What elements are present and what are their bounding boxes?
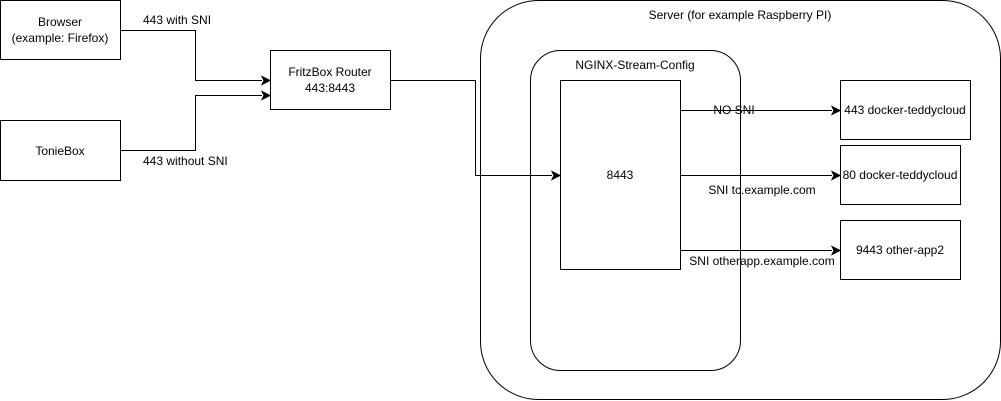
edge-label-sni-otherapp: SNI otherapp.example.com bbox=[689, 254, 834, 268]
arrowhead-target-9443 bbox=[830, 245, 842, 256]
edge-browser-to-router bbox=[120, 30, 262, 81]
server-label: Server (for example Raspberry PI) bbox=[649, 8, 832, 22]
target-443-label: 443 docker-teddycloud bbox=[844, 103, 965, 117]
edge-label-no-sni: NO SNI bbox=[713, 103, 754, 117]
target-443-docker-teddycloud bbox=[840, 80, 971, 140]
nginx-stream-config-label: NGINX-Stream-Config bbox=[575, 58, 694, 72]
target-9443-label: 9443 other-app2 bbox=[856, 243, 944, 257]
target-80-docker-teddycloud bbox=[840, 145, 961, 205]
port-8443-box bbox=[560, 80, 681, 270]
arrowhead-toniebox-router bbox=[260, 90, 272, 101]
edge-label-sni-tc: SNI tc.example.com bbox=[708, 183, 815, 197]
port-8443-label: 8443 bbox=[607, 168, 634, 182]
router-label-line1: FritzBox Router bbox=[288, 65, 371, 79]
toniebox-label: TonieBox bbox=[35, 144, 84, 158]
arrowhead-router-8443 bbox=[550, 170, 562, 181]
target-80-label: 80 docker-teddycloud bbox=[843, 168, 958, 182]
edge-label-443-with-sni: 443 with SNI bbox=[143, 13, 211, 27]
browser-label-line2: (example: Firefox) bbox=[12, 31, 109, 45]
router-label-line2: 443:8443 bbox=[305, 81, 355, 95]
fritzbox-router-node bbox=[270, 50, 391, 110]
arrowhead-target-443 bbox=[830, 105, 842, 116]
arrowhead-target-80 bbox=[830, 170, 842, 181]
browser-label-line1: Browser bbox=[38, 15, 82, 29]
target-9443-other-app2 bbox=[840, 220, 961, 280]
arrowhead-browser-router bbox=[260, 75, 272, 86]
browser-node bbox=[0, 0, 121, 60]
edge-label-443-without-sni: 443 without SNI bbox=[143, 154, 228, 168]
edge-router-to-8443 bbox=[390, 80, 552, 176]
edge-toniebox-to-router bbox=[120, 95, 262, 151]
